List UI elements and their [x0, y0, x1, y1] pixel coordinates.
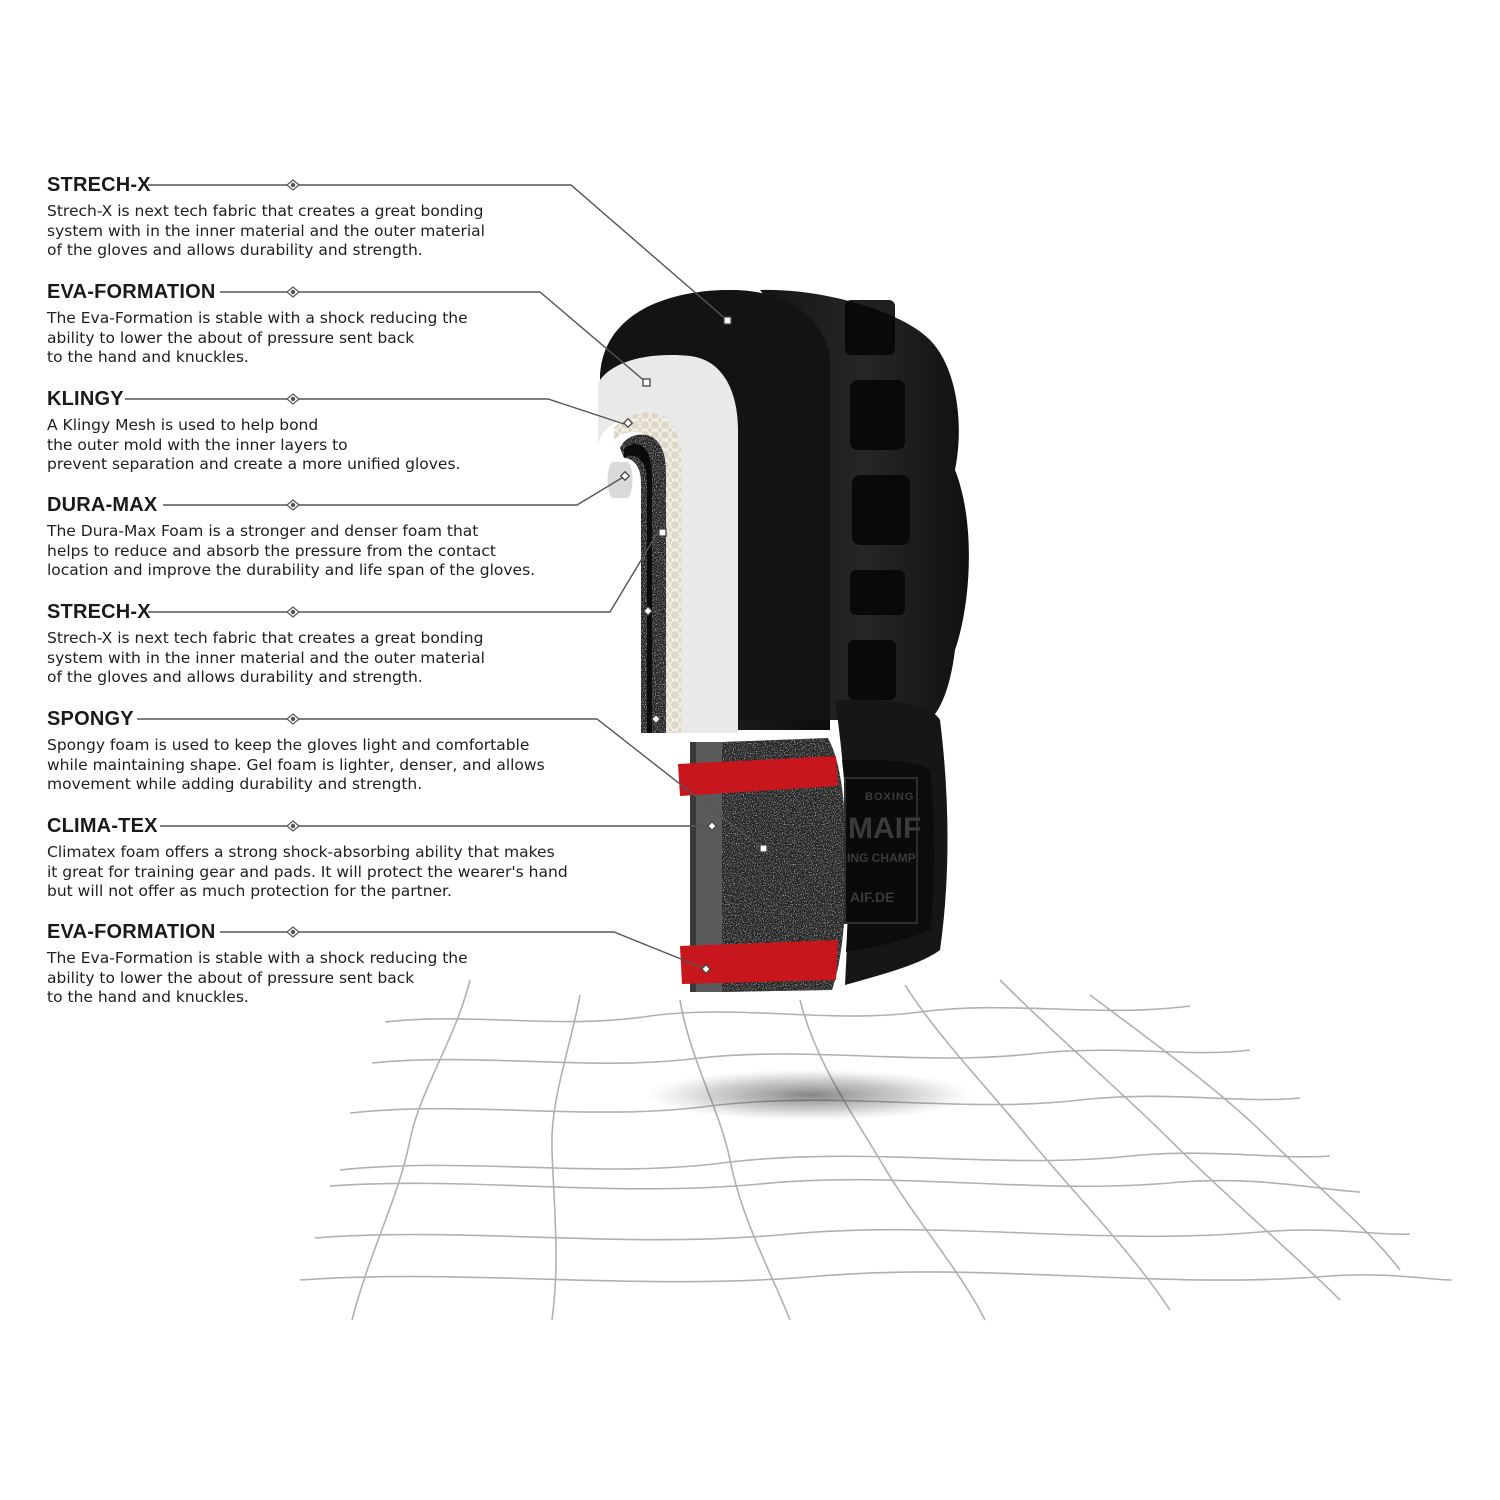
- eva-formation-red-band-top: [678, 756, 838, 796]
- leader-endpoints: [619, 316, 768, 975]
- clima-tex-edge: [690, 742, 696, 992]
- patch-line-champ: ING CHAMP: [847, 851, 916, 865]
- dura-max-foam-speckle: [620, 434, 666, 733]
- glove-shadow: [645, 1069, 975, 1121]
- callout-title: EVA-FORMATION: [47, 281, 216, 303]
- eva-formation-layer: [598, 355, 738, 733]
- callout-description: The Eva-Formation is stable with a shock…: [47, 949, 468, 1006]
- ground-net-grid: [299, 979, 1453, 1321]
- thumb-stub: [607, 462, 633, 498]
- callout-title: STRECH-X: [47, 174, 151, 196]
- callout-title: KLINGY: [47, 388, 124, 410]
- brand-patch: BOXING MAIF ING CHAMP AIF.DE: [844, 777, 921, 924]
- inner-liner-strechx: [624, 444, 652, 733]
- callout-description: Climatex foam offers a strong shock-abso…: [47, 843, 568, 900]
- glove-back-lettering: [845, 300, 910, 700]
- callout-description: The Dura-Max Foam is a stronger and dens…: [47, 522, 536, 579]
- patch-line-site: AIF.DE: [850, 889, 894, 905]
- callout-description: Spongy foam is used to keep the gloves l…: [47, 736, 545, 793]
- callout-description: The Eva-Formation is stable with a shock…: [47, 309, 468, 366]
- spongy-foam-speckle: [722, 738, 846, 992]
- outer-shell-top: [600, 290, 830, 720]
- klingy-mesh-layer: [614, 412, 682, 733]
- patch-line-boxing: BOXING: [865, 791, 914, 803]
- eva-formation-red-band-bottom: [680, 940, 838, 984]
- callout-title: EVA-FORMATION: [47, 921, 216, 943]
- callout-title: DURA-MAX: [47, 494, 158, 516]
- callout-title: STRECH-X: [47, 601, 151, 623]
- callout-description: Strech-X is next tech fabric that create…: [47, 202, 485, 259]
- callout-title: CLIMA-TEX: [47, 815, 158, 837]
- glove-illustration: BOXING MAIF ING CHAMP AIF.DE: [598, 289, 969, 992]
- callout-description: Strech-X is next tech fabric that create…: [47, 629, 485, 686]
- leader-diamonds: [286, 179, 300, 938]
- callout-title: SPONGY: [47, 708, 134, 730]
- patch-line-brand: MAIF: [848, 812, 921, 845]
- callout-description: A Klingy Mesh is used to help bond the o…: [47, 416, 461, 473]
